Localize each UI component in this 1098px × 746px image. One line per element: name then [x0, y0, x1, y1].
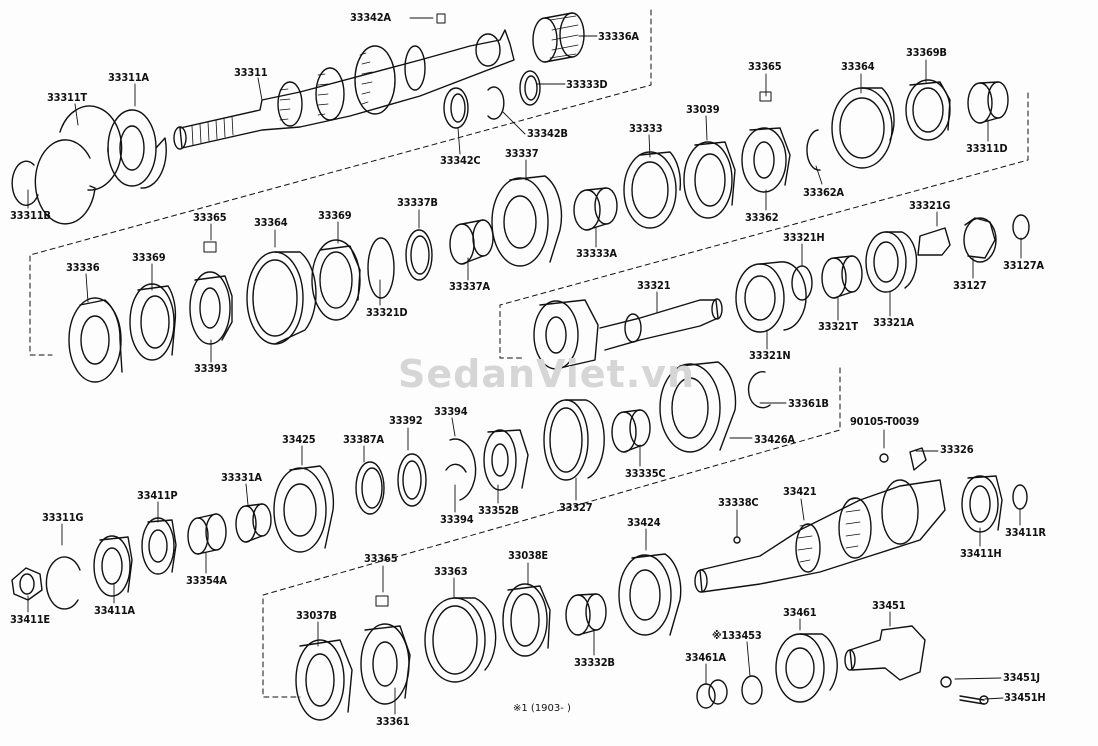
part-label: 33392 [389, 414, 423, 427]
part-label: 33039 [686, 103, 720, 116]
part-label: 33336A [598, 30, 639, 43]
part-label: 33338C [718, 496, 759, 509]
part-label: 33361 [376, 715, 410, 728]
group-outlines [29, 9, 1029, 698]
part-label: 33037B [296, 609, 337, 622]
part-label: 33337A [449, 280, 490, 293]
part-label: 33364 [841, 60, 875, 73]
footnote: ※1 (1903- ) [513, 703, 571, 714]
part-label: 33038E [508, 549, 548, 562]
part-label: 33451J [1003, 671, 1040, 684]
part-label: 33311G [42, 511, 84, 524]
gear-row-bottom [295, 553, 989, 721]
part-label: 33352B [478, 504, 519, 517]
part-label: 33363 [434, 565, 468, 578]
part-label: 33393 [194, 362, 228, 375]
part-label: 33426A [754, 433, 795, 446]
part-label: 33451 [872, 599, 906, 612]
part-label: 33321D [366, 306, 408, 319]
part-label: 33321T [818, 320, 858, 333]
part-label: 33394 [440, 513, 474, 526]
part-label: 33331A [221, 471, 262, 484]
part-label: 33326 [940, 443, 974, 456]
part-label: 33461A [685, 651, 726, 664]
part-label: 33365 [193, 211, 227, 224]
part-label: 33321G [909, 199, 951, 212]
leader-lines [27, 17, 1022, 715]
part-label: 33411R [1005, 526, 1046, 539]
part-label: 33411P [137, 489, 178, 502]
part-label: 33424 [627, 516, 661, 529]
gear-row-bottom-left [11, 503, 272, 610]
input-shaft-33311 [173, 13, 515, 150]
part-label: 33321 [637, 279, 671, 292]
part-label: 33362A [803, 186, 844, 199]
part-label: ※133453 [712, 629, 762, 642]
part-label: 33425 [282, 433, 316, 446]
part-label: 33311A [108, 71, 149, 84]
part-label: 33365 [748, 60, 782, 73]
countershaft-33421 [694, 447, 1028, 593]
part-label: 33321N [749, 349, 791, 362]
part-label: 33342A [350, 11, 391, 24]
part-label: 33311B [10, 209, 51, 222]
part-label: 33336 [66, 261, 100, 274]
part-label: 33369 [318, 209, 352, 222]
part-label: 33333 [629, 122, 663, 135]
part-label: 33361B [788, 397, 829, 410]
gear-cluster-middle-left [68, 219, 494, 383]
gear-row-lower [273, 361, 771, 553]
part-label: 33354A [186, 574, 227, 587]
part-label: 33394 [434, 405, 468, 418]
part-label: 33451H [1004, 691, 1046, 704]
watermark: SedanViet.vn [398, 352, 695, 396]
part-label: 33342B [527, 127, 568, 140]
part-label: 33461 [783, 606, 817, 619]
part-label: 33321A [873, 316, 914, 329]
part-label: 33362 [745, 211, 779, 224]
part-label: 33337B [397, 196, 438, 209]
part-label: 33411A [94, 604, 135, 617]
shaft-33321 [533, 214, 1030, 370]
part-label: 33327 [559, 501, 593, 514]
part-label: 33332B [574, 656, 615, 669]
part-label: 33127A [1003, 259, 1044, 272]
gear-cluster-middle [491, 79, 1009, 267]
part-label: 33337 [505, 147, 539, 160]
part-label: 33127 [953, 279, 987, 292]
part-label: 33421 [783, 485, 817, 498]
part-label: 33311 [234, 66, 268, 79]
part-label: 33369 [132, 251, 166, 264]
part-label: 33311D [966, 142, 1008, 155]
part-label: 33369B [906, 46, 947, 59]
part-label: 33364 [254, 216, 288, 229]
part-label: 33387A [343, 433, 384, 446]
part-label: 33411H [960, 547, 1002, 560]
rings-top [11, 70, 541, 225]
part-label: 33333D [566, 78, 608, 91]
part-label: 33335C [625, 467, 666, 480]
part-label: 90105-T0039 [850, 415, 920, 428]
part-label: 33321H [783, 231, 825, 244]
part-label: 33333A [576, 247, 617, 260]
needle-bearing-33336A [532, 12, 585, 63]
part-label: 33365 [364, 552, 398, 565]
part-label: 33411E [10, 613, 50, 626]
part-label: 33311T [47, 91, 87, 104]
part-label: 33342C [440, 154, 481, 167]
